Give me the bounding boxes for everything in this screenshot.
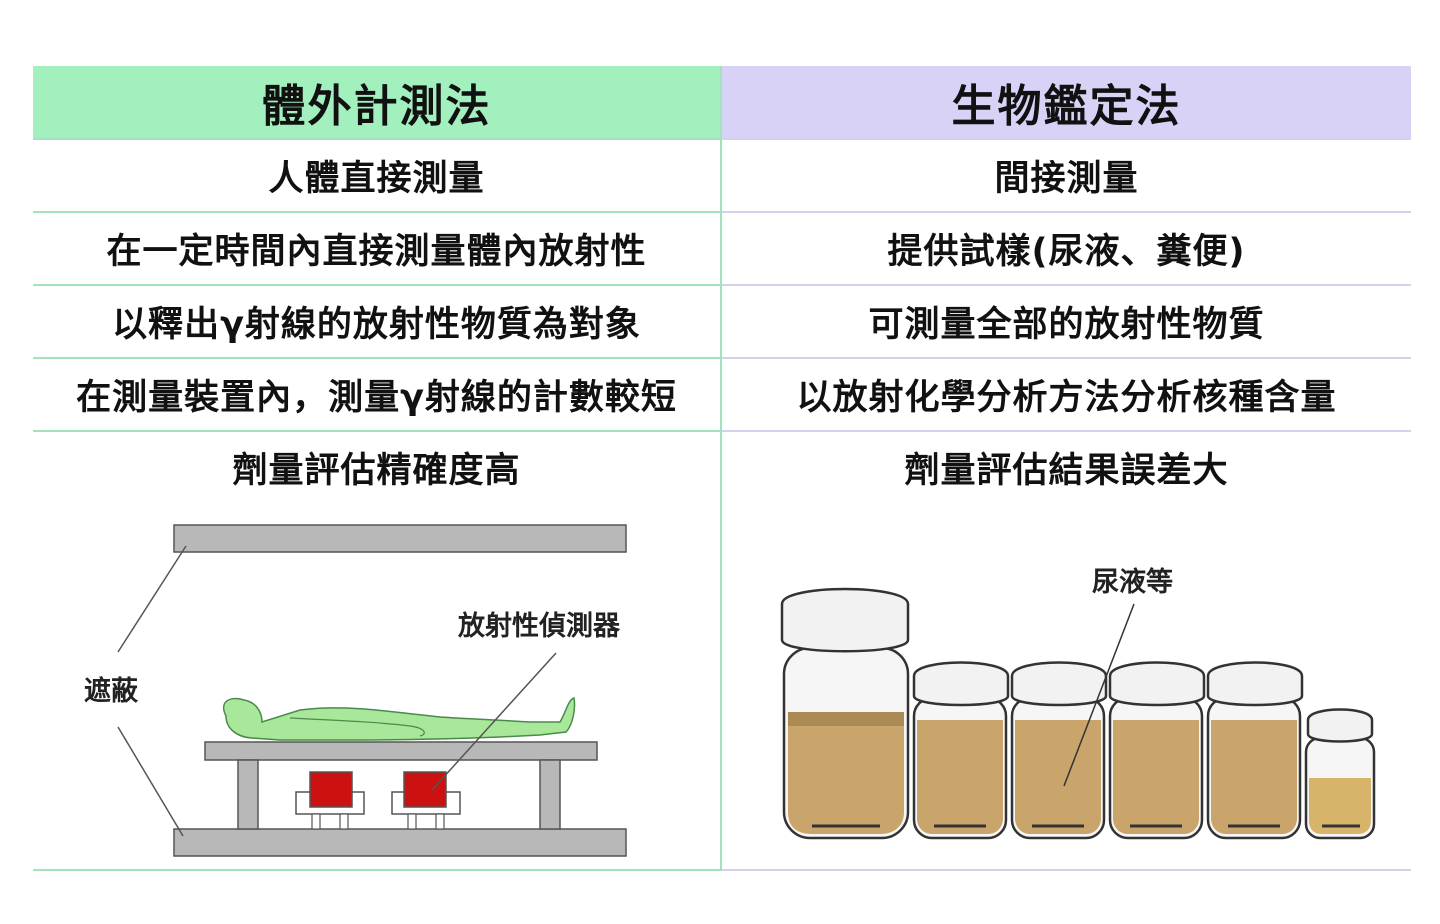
row-in-vivo-3: 以釋出γ射線的放射性物質為對象: [33, 284, 720, 357]
label-sample: 尿液等: [1092, 566, 1173, 598]
comparison-table: 體外計測法 人體直接測量 在一定時間內直接測量體內放射性 以釋出γ射線的放射性物…: [33, 66, 1411, 871]
jar-small: [1304, 708, 1376, 840]
jar-medium-1: [912, 661, 1010, 840]
shield-leader-bottom: [117, 726, 184, 837]
header-bioassay: 生物鑑定法: [722, 66, 1411, 138]
top-shield: [173, 524, 627, 553]
jar-medium-3: [1108, 661, 1206, 840]
row-bioassay-5: 劑量評估結果誤差大: [722, 430, 1411, 503]
patient-body: [223, 697, 576, 741]
label-detector: 放射性偵測器: [457, 610, 621, 642]
detector-right: [391, 771, 461, 830]
whole-body-counter-illustration: 遮蔽 放射性偵測器: [84, 524, 627, 857]
row-bioassay-2: 提供試樣(尿液、糞便): [722, 211, 1411, 284]
shield-leader-top: [117, 545, 187, 653]
header-in-vivo: 體外計測法: [33, 66, 720, 138]
row-in-vivo-4: 在測量裝置內，測量γ射線的計數較短: [33, 357, 720, 430]
jar-medium-4: [1206, 661, 1304, 840]
bed-leg-right: [539, 759, 561, 830]
detector-left: [295, 771, 365, 830]
column-divider: [720, 66, 722, 871]
patient-arm: [289, 717, 425, 737]
bottom-shield: [173, 828, 627, 857]
row-in-vivo-1: 人體直接測量: [33, 138, 720, 211]
bottom-rule-left: [33, 869, 720, 871]
bed-leg-left: [237, 759, 259, 830]
sample-jars-illustration: 尿液等: [780, 566, 1376, 840]
row-in-vivo-5: 劑量評估精確度高: [33, 430, 720, 503]
row-bioassay-1: 間接測量: [722, 138, 1411, 211]
label-shield: 遮蔽: [84, 675, 139, 707]
jar-large: [780, 587, 910, 840]
row-in-vivo-2: 在一定時間內直接測量體內放射性: [33, 211, 720, 284]
column-in-vivo: 體外計測法 人體直接測量 在一定時間內直接測量體內放射性 以釋出γ射線的放射性物…: [33, 66, 720, 503]
detector-leader: [431, 652, 557, 791]
jar-medium-2: [1010, 661, 1108, 840]
sample-leader: [1063, 603, 1135, 787]
bottom-rule-right: [722, 869, 1411, 871]
column-bioassay: 生物鑑定法 間接測量 提供試樣(尿液、糞便) 可測量全部的放射性物質 以放射化學…: [722, 66, 1411, 503]
row-bioassay-4: 以放射化學分析方法分析核種含量: [722, 357, 1411, 430]
row-bioassay-3: 可測量全部的放射性物質: [722, 284, 1411, 357]
bed-surface: [204, 741, 598, 761]
